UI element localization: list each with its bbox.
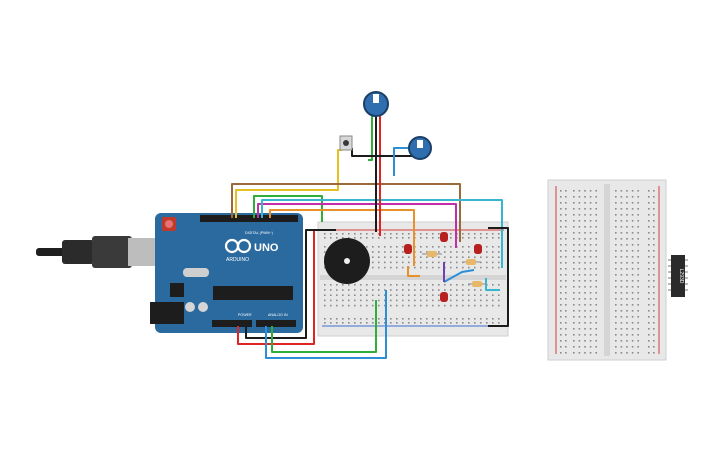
resistor-2[interactable] xyxy=(462,259,480,265)
power-header-label: POWER xyxy=(238,313,252,317)
wire-green-analog xyxy=(271,300,377,353)
wire-black-btn xyxy=(351,148,414,157)
potentiometer-1[interactable] xyxy=(363,91,389,117)
power-header xyxy=(212,320,252,327)
wire-cyan-short xyxy=(485,278,500,291)
led-3[interactable] xyxy=(474,244,482,254)
wire-black-power xyxy=(245,229,336,339)
digital-header xyxy=(200,215,298,222)
crystal xyxy=(183,268,209,277)
wire-blue-diag xyxy=(443,269,475,283)
wire-orange xyxy=(269,209,415,266)
wire-cyan-top xyxy=(261,199,503,268)
arduino-logo-icon xyxy=(224,238,252,254)
usb-cable xyxy=(36,236,158,268)
wire-orange-short xyxy=(407,266,420,277)
ic-chip-label: L293D xyxy=(678,269,684,284)
led-4[interactable] xyxy=(440,292,448,302)
potentiometer-2[interactable] xyxy=(408,136,432,160)
breadboard-secondary[interactable] xyxy=(547,179,667,361)
pushbutton[interactable] xyxy=(339,135,353,151)
wire-brown xyxy=(231,183,461,242)
resistor-3[interactable] xyxy=(468,281,486,287)
wire-yellow xyxy=(235,149,342,218)
analog-header-label: ANALOG IN xyxy=(268,313,288,317)
digital-header-label: DIGITAL (PWM~) xyxy=(245,231,273,235)
arduino-uno-board[interactable]: UNO ARDUINO DIGITAL (PWM~) POWER ANALOG … xyxy=(150,213,303,333)
power-jack xyxy=(150,302,184,324)
analog-header xyxy=(256,320,296,327)
resistor-1[interactable] xyxy=(422,251,442,257)
led-2[interactable] xyxy=(440,232,448,242)
wire-magenta xyxy=(257,203,457,248)
piezo-buzzer[interactable] xyxy=(324,238,370,284)
arduino-brand-label: ARDUINO xyxy=(226,257,249,263)
arduino-model-label: UNO xyxy=(254,242,279,254)
wire-green-pot xyxy=(368,116,373,161)
wire-blue-analog xyxy=(265,290,387,359)
atmega-chip xyxy=(213,286,293,300)
wire-black-right xyxy=(488,227,509,327)
ic-chip[interactable]: L293D xyxy=(668,255,688,297)
led-1[interactable] xyxy=(404,244,412,254)
